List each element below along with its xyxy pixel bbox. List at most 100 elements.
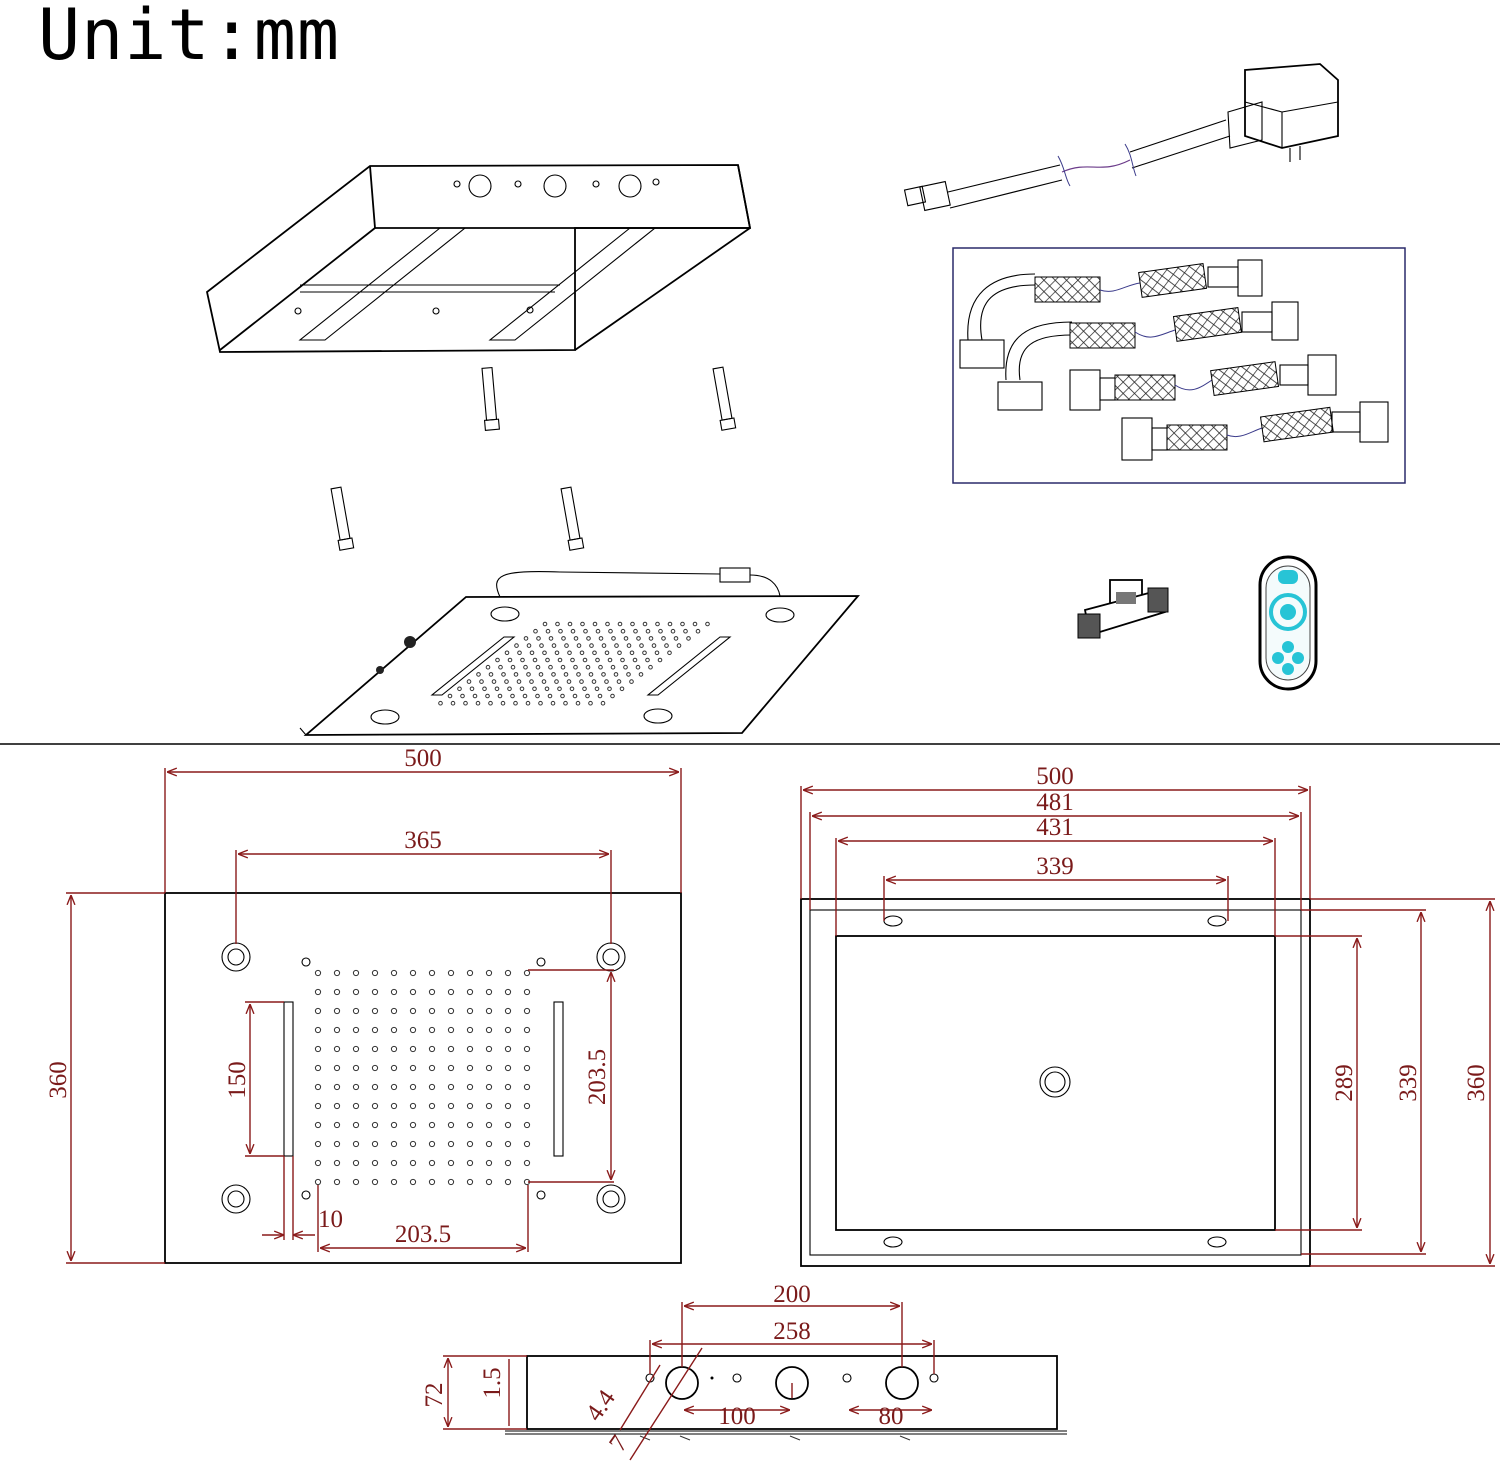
nozzle <box>583 628 588 634</box>
nozzle <box>314 1159 322 1167</box>
nozzle <box>542 650 547 656</box>
nozzle <box>504 1159 512 1167</box>
nozzle <box>466 1083 474 1091</box>
nozzle <box>494 686 500 692</box>
nozzle <box>526 643 532 648</box>
dim-hole-spacing: 365 <box>404 827 442 854</box>
nozzle <box>504 1064 512 1072</box>
dim-back-289: 289 <box>1331 1064 1358 1102</box>
nozzle <box>563 700 568 706</box>
nozzle <box>523 1026 531 1034</box>
nozzle <box>605 621 610 627</box>
dim-back-360: 360 <box>1463 1064 1490 1102</box>
nozzle <box>670 628 676 634</box>
nozzle <box>633 628 638 634</box>
nozzle <box>314 1178 322 1186</box>
nozzle <box>600 700 606 706</box>
nozzle <box>409 1083 417 1091</box>
nozzle <box>485 1102 493 1110</box>
nozzle <box>607 686 612 692</box>
nozzle <box>523 1121 531 1129</box>
nozzle <box>667 621 673 627</box>
nozzle <box>539 643 544 648</box>
nozzle <box>617 650 622 656</box>
dim-side-258: 258 <box>773 1318 811 1345</box>
dim-front-height: 360 <box>45 1061 72 1099</box>
nozzle <box>466 1102 474 1110</box>
nozzle <box>352 1121 360 1129</box>
nozzle <box>428 1007 436 1015</box>
nozzle <box>623 636 629 641</box>
nozzle <box>575 700 581 706</box>
nozzle <box>371 1102 379 1110</box>
nozzle <box>485 969 493 977</box>
nozzle <box>447 1102 455 1110</box>
nozzle <box>589 643 594 648</box>
nozzle <box>409 1102 417 1110</box>
nozzle <box>573 664 578 670</box>
nozzle <box>352 1007 360 1015</box>
nozzle <box>352 1140 360 1148</box>
dim-front-width: 500 <box>404 745 442 772</box>
nozzle <box>514 643 519 648</box>
nozzle <box>551 643 557 648</box>
nozzle <box>560 664 566 670</box>
nozzle <box>428 1026 436 1034</box>
nozzle <box>450 700 456 706</box>
nozzle <box>466 1026 474 1034</box>
nozzle <box>479 679 484 684</box>
nozzle <box>576 643 582 648</box>
nozzle <box>475 700 481 706</box>
nozzle <box>532 657 538 663</box>
nozzle <box>585 693 590 699</box>
nozzle <box>314 969 322 977</box>
nozzle <box>567 621 573 627</box>
nozzle <box>504 1026 512 1034</box>
dim-side-72: 72 <box>421 1383 448 1408</box>
nozzle <box>485 693 490 699</box>
nozzle <box>561 636 566 641</box>
nozzle <box>564 643 569 648</box>
nozzle <box>629 650 635 656</box>
nozzle <box>333 1026 341 1034</box>
nozzle <box>488 672 494 677</box>
nozzle <box>619 686 625 692</box>
nozzle <box>504 969 512 977</box>
nozzle <box>409 1140 417 1148</box>
anchor-bolts <box>330 366 737 551</box>
nozzle <box>545 657 550 663</box>
nozzle <box>592 650 597 656</box>
nozzle <box>409 1064 417 1072</box>
mounting-box <box>206 164 752 353</box>
nozzle <box>409 1121 417 1129</box>
nozzle <box>629 679 634 684</box>
nozzle <box>680 621 685 627</box>
nozzle <box>333 1007 341 1015</box>
nozzle <box>555 621 560 627</box>
nozzle <box>626 643 632 648</box>
braided-hose-set <box>952 247 1406 484</box>
front-view: 500 365 360 150 203.5 203.5 <box>45 745 682 1264</box>
nozzle <box>447 1178 455 1186</box>
nozzle <box>457 686 462 692</box>
nozzle <box>333 969 341 977</box>
nozzle <box>526 672 531 677</box>
nozzle <box>550 700 556 706</box>
nozzle <box>482 686 487 692</box>
nozzle <box>557 657 563 663</box>
nozzle <box>485 1026 493 1034</box>
nozzle <box>447 1007 455 1015</box>
nozzle <box>598 636 604 641</box>
nozzle <box>513 700 518 706</box>
nozzle <box>371 1083 379 1091</box>
nozzle <box>657 657 663 663</box>
nozzle <box>466 1045 474 1053</box>
nozzle <box>428 1102 436 1110</box>
nozzle <box>551 672 556 677</box>
nozzle <box>352 1102 360 1110</box>
nozzle <box>557 686 562 692</box>
nozzle <box>485 664 491 670</box>
led-shower-head <box>299 567 860 736</box>
nozzle <box>476 672 481 677</box>
nozzle <box>485 1083 493 1091</box>
